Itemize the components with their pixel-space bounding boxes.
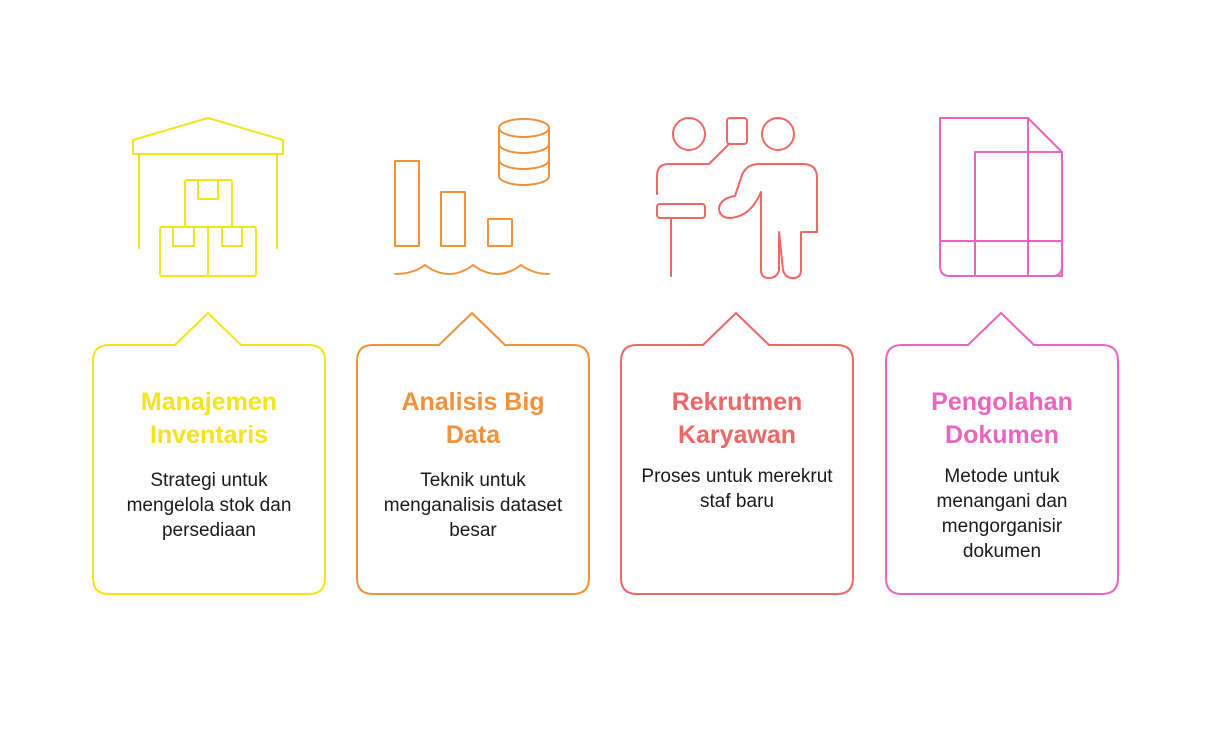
card-manajemen-inventaris: Manajemen Inventaris Strategi untuk meng…	[91, 310, 327, 596]
card-description: Strategi untuk mengelola stok dan persed…	[126, 470, 292, 541]
document-icon	[916, 112, 1086, 282]
warehouse-icon	[123, 112, 293, 282]
card-pengolahan-dokumen: Pengolahan Dokumen Metode untuk menangan…	[884, 310, 1120, 596]
recruitment-icon	[651, 112, 821, 282]
card-title: Analisis Big Data	[401, 388, 545, 449]
card-description: Metode untuk menangani dan mengorganisir…	[936, 466, 1068, 562]
card-analisis-big-data: Analisis Big Data Teknik untuk menganali…	[355, 310, 591, 596]
card-title: Rekrutmen Karyawan	[671, 388, 803, 449]
card-description: Proses untuk merekrut staf baru	[641, 466, 833, 512]
card-title: Pengolahan Dokumen	[931, 388, 1073, 449]
big-data-chart-icon	[387, 112, 557, 282]
card-rekrutmen-karyawan: Rekrutmen Karyawan Proses untuk merekrut…	[619, 310, 855, 596]
card-title: Manajemen Inventaris	[140, 388, 278, 449]
card-description: Teknik untuk menganalisis dataset besar	[383, 470, 563, 541]
